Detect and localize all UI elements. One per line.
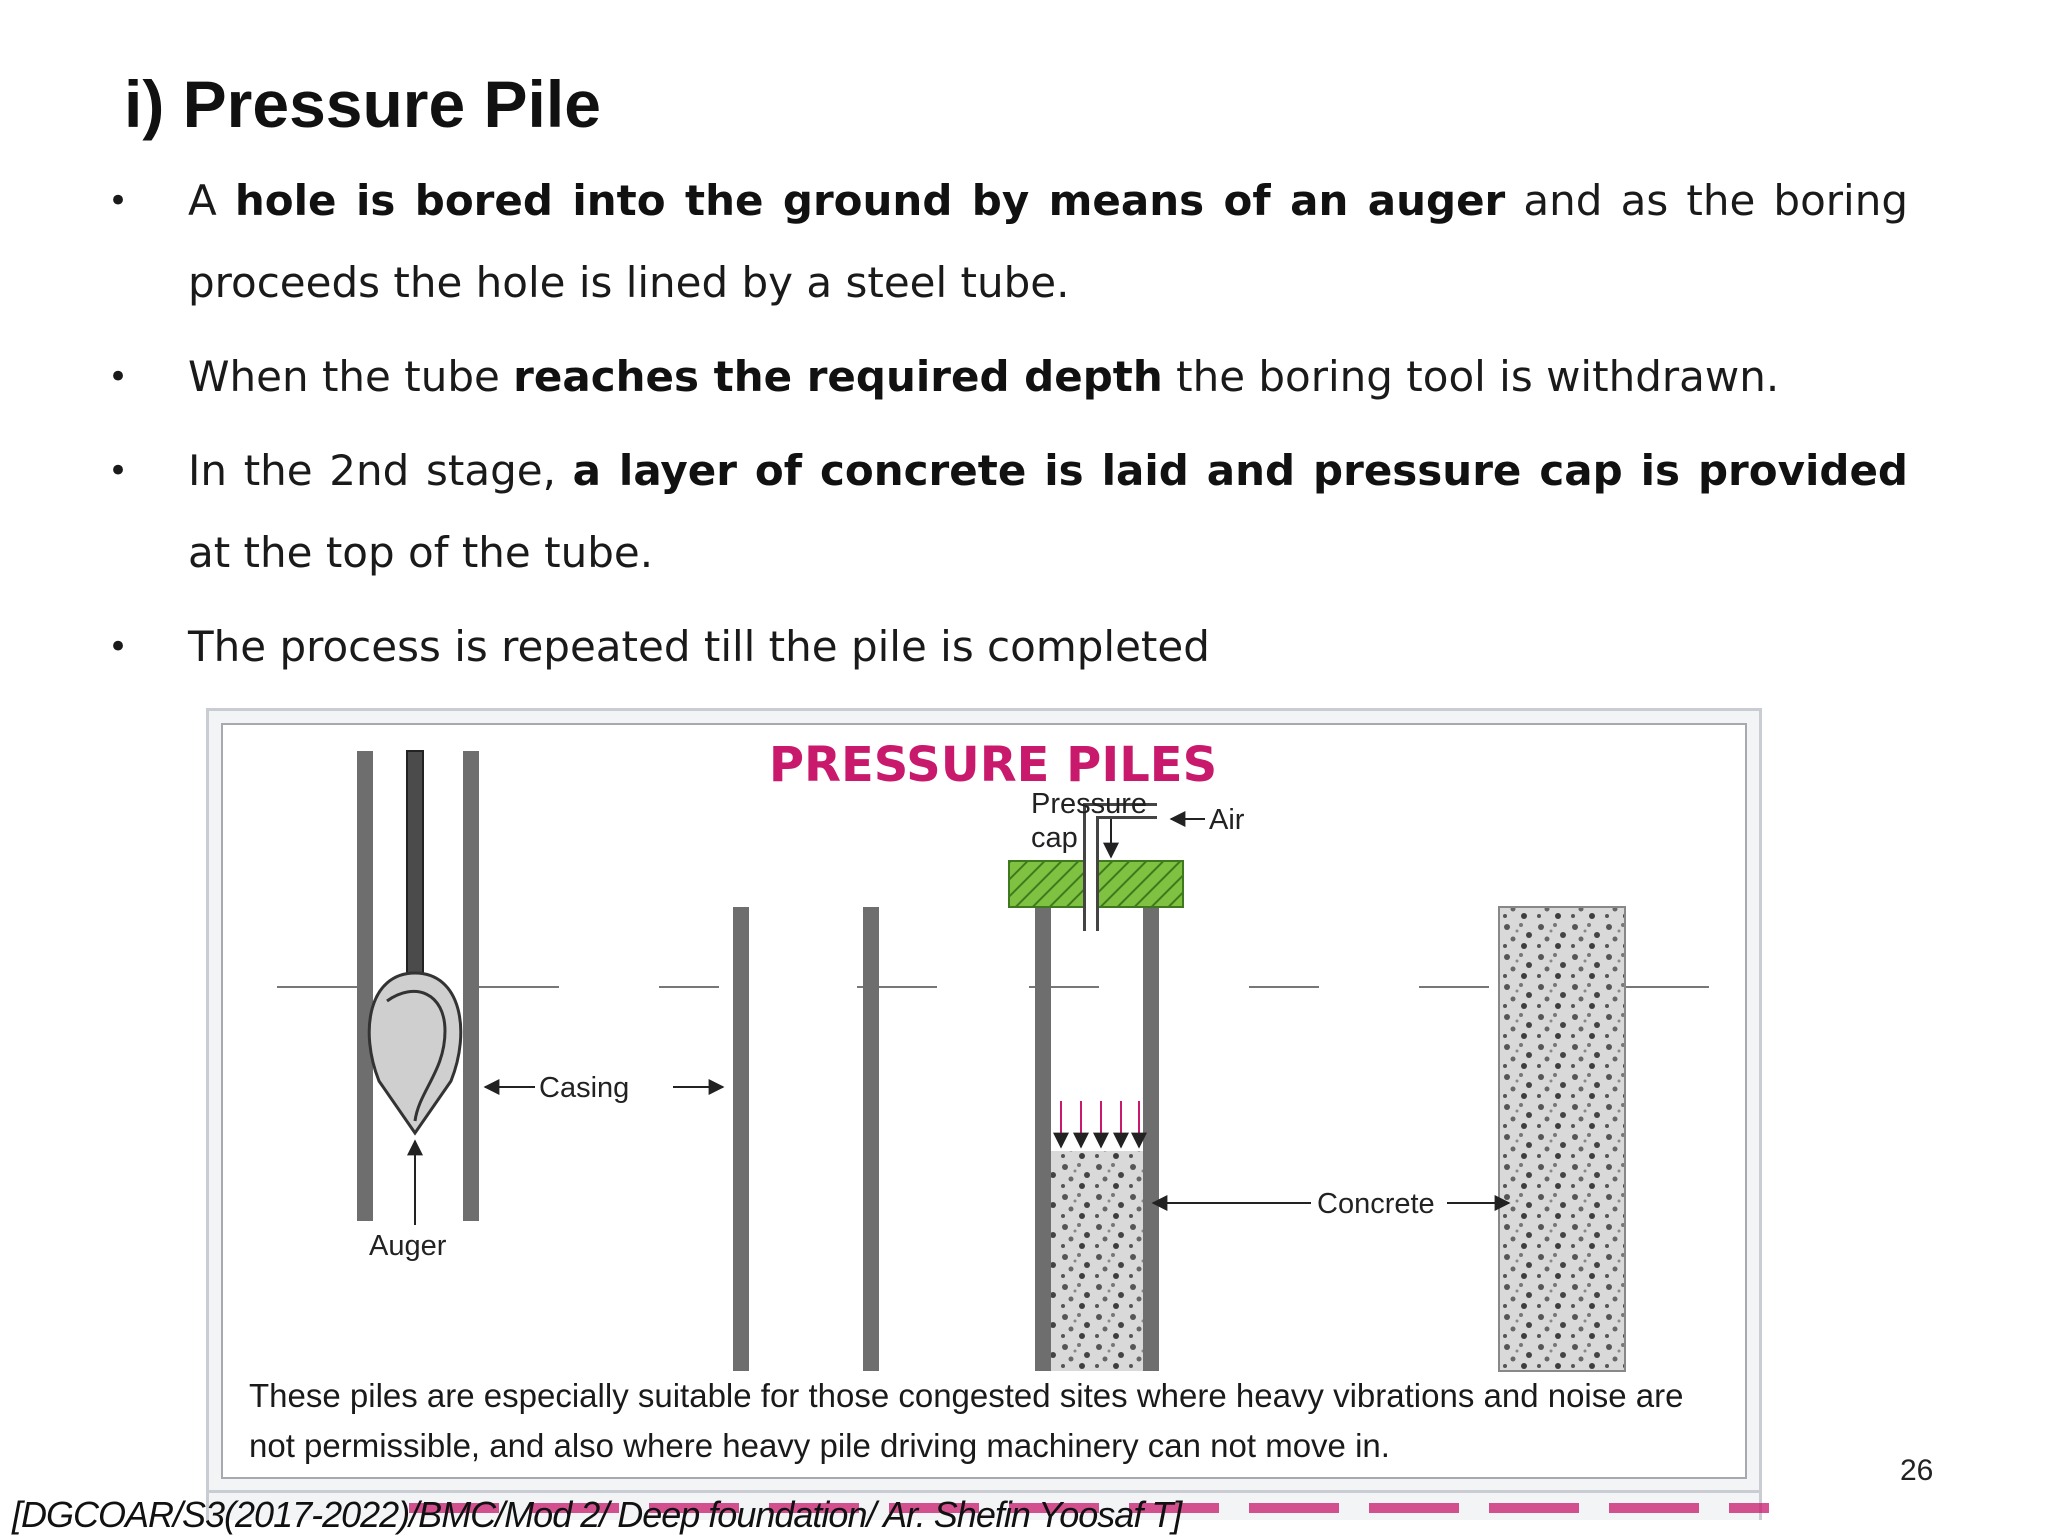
bullet-item: • In the 2nd stage, a layer of concrete i… <box>108 430 1908 594</box>
bullet-item: • When the tube reaches the required dept… <box>108 336 1908 418</box>
pressure-piles-figure: PRESSURE PILES <box>206 708 1762 1494</box>
bullet-marker: • <box>108 451 129 491</box>
bullet-text: In the 2nd stage, a layer of concrete is… <box>188 446 1908 577</box>
completed-pile <box>1498 906 1626 1372</box>
stage-3-pressure-cap <box>1008 803 1184 1371</box>
figure-caption: These piles are especially suitable for … <box>249 1377 1684 1464</box>
page-number: 26 <box>1900 1454 1934 1487</box>
footer-reference: [DGCOAR/S3(2017-2022)/BMC/Mod 2/ Deep fo… <box>12 1494 1182 1535</box>
label-auger: Auger <box>369 1230 447 1262</box>
label-pressure: Pressure <box>1031 788 1147 820</box>
bullet-text: The process is repeated till the pile is… <box>188 622 1210 671</box>
stage-2-casing <box>733 907 879 1371</box>
bullet-list: • A hole is bored into the ground by mean… <box>108 160 1908 688</box>
bullet-marker: • <box>108 181 129 221</box>
label-air: Air <box>1209 804 1245 836</box>
bullet-item: • The process is repeated till the pile i… <box>108 606 1908 688</box>
next-figure-edge <box>206 1490 1769 1520</box>
bullet-item: • A hole is bored into the ground by mean… <box>108 160 1908 324</box>
bullet-marker: • <box>108 627 129 667</box>
concrete-layer <box>1051 1151 1143 1371</box>
auger-icon <box>367 971 463 1136</box>
pressure-arrows <box>1053 1101 1147 1149</box>
slide-title: i) Pressure Pile <box>124 67 601 141</box>
label-concrete: Concrete <box>1317 1188 1435 1220</box>
figure-title: PRESSURE PILES <box>769 737 1217 793</box>
label-cap: cap <box>1031 822 1078 854</box>
stage-1-boring <box>357 750 479 1221</box>
bullet-text: When the tube reaches the required depth… <box>188 352 1780 401</box>
pressure-piles-diagram: PRESSURE PILES <box>277 737 1709 1372</box>
bullet-text: A hole is bored into the ground by means… <box>188 176 1908 307</box>
bullet-marker: • <box>108 357 129 397</box>
label-casing: Casing <box>539 1072 629 1104</box>
